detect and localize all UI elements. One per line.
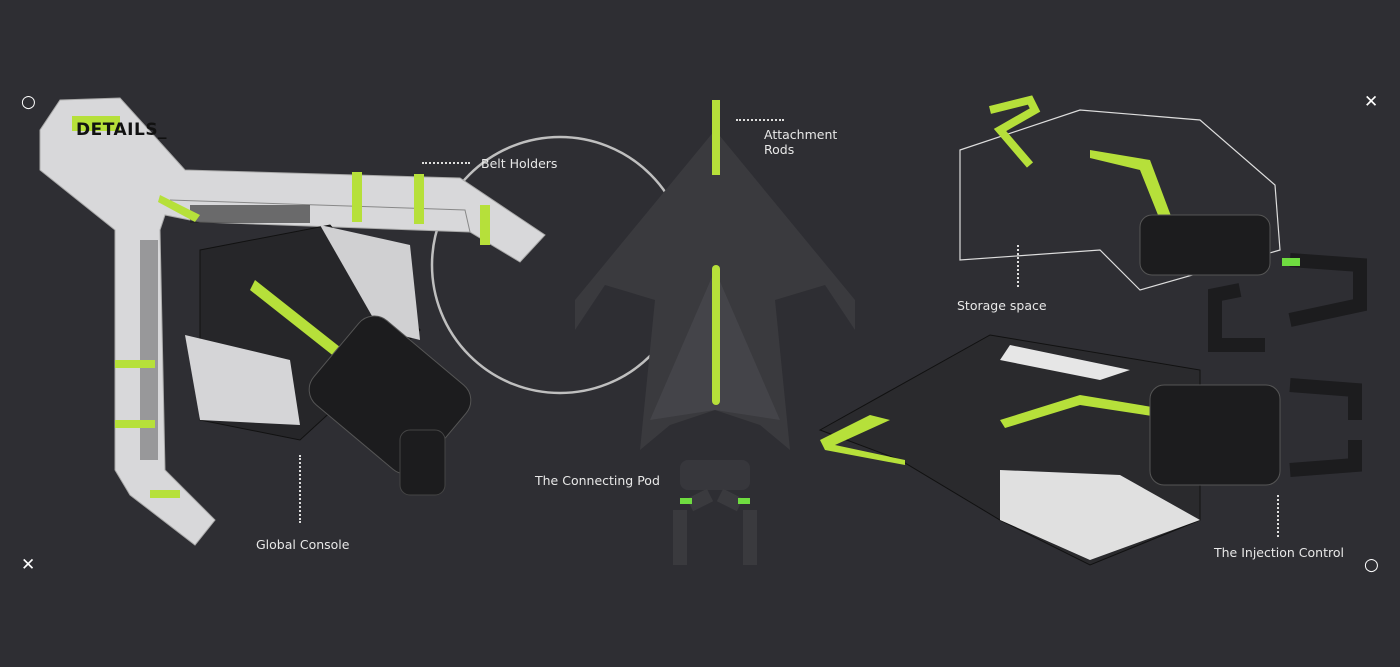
leader-dots — [422, 162, 470, 164]
cross-marker-icon: ✕ — [21, 555, 36, 575]
leader-dots — [299, 455, 301, 523]
label-connecting-pod: The Connecting Pod — [535, 473, 660, 488]
injection-control-render — [818, 334, 1362, 566]
leader-dots — [1277, 495, 1279, 537]
label-storage-space: Storage space — [957, 298, 1047, 313]
storage-space-render — [959, 95, 1367, 352]
title-highlight — [72, 116, 120, 131]
circle-marker-icon: ○ — [21, 92, 36, 112]
circle-marker-icon: ○ — [1364, 555, 1379, 575]
label-attachment-rods: Attachment Rods — [764, 127, 838, 157]
label-global-console: Global Console — [256, 537, 350, 552]
label-belt-holders: Belt Holders — [481, 156, 558, 171]
label-injection-control: The Injection Control — [1214, 545, 1344, 560]
global-console-render — [39, 97, 546, 546]
connecting-pod-render — [575, 100, 855, 565]
leader-dots — [1017, 245, 1019, 287]
leader-dots — [736, 119, 784, 121]
cross-marker-icon: ✕ — [1364, 92, 1379, 112]
page-title: DETAILS_ — [76, 120, 168, 140]
